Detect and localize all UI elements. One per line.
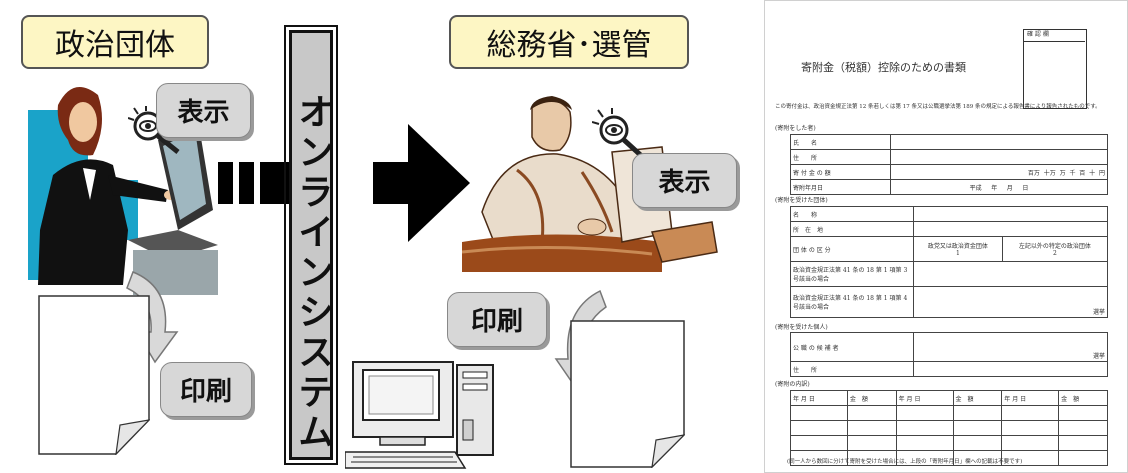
donor-table: 氏 名 住 所 寄 付 金 の 額 百万 十万 万 千 百 十 円 寄附年月日 … — [790, 134, 1108, 195]
form-title: 寄附金（税額）控除のための書類 — [801, 61, 966, 74]
detail-header: 金 額 — [952, 390, 1003, 406]
left-party-title: 政治団体 — [21, 15, 209, 69]
group-type-option: 左記以外の特定の政治団体 — [1018, 243, 1091, 250]
candidate-section-label: (寄附を受けた個人) — [775, 324, 828, 331]
donor-amount-label: 寄 付 金 の 額 — [790, 164, 891, 180]
magnifier-eye-icon — [128, 106, 180, 154]
candidate-label: 公 職 の 候 補 者 — [790, 332, 914, 362]
candidate-address-label: 住 所 — [790, 361, 914, 377]
law-row-label: 政治資金規正法第 41 条の 18 第 1 項第 3 号該当の場合 — [790, 261, 914, 287]
detail-header: 金 額 — [1058, 390, 1108, 406]
detail-header: 年 月 日 — [1001, 390, 1060, 406]
date-unit: 月 — [1006, 184, 1013, 192]
online-system-label: オンラインシステム — [292, 93, 333, 453]
desktop-computer-illustration — [345, 361, 494, 469]
election-label: 選挙 — [1092, 309, 1105, 316]
amount-unit: 百万 — [1027, 169, 1040, 177]
right-party-title: 総務省･選管 — [449, 15, 689, 69]
left-print-callout: 印刷 — [160, 362, 252, 417]
amount-unit: 千 — [1069, 169, 1076, 177]
donor-address-label: 住 所 — [790, 149, 891, 165]
form-footnote: (同一人から数回に分けて寄附を受けた場合には、上段の「寄附年月日」欄への記載は不… — [787, 459, 1023, 465]
detail-section-label: (寄附の内訳) — [775, 381, 810, 388]
recipient-location-label: 所 在 地 — [790, 221, 914, 237]
group-type-label: 団 体 の 区 分 — [790, 236, 914, 262]
donor-name-label: 氏 名 — [790, 134, 891, 150]
right-print-callout: 印刷 — [447, 292, 547, 347]
recipient-table: 名 称 所 在 地 団 体 の 区 分 政党又は政治資金団体 1 左記以外の特定… — [790, 206, 1109, 318]
transfer-arrow-icon — [218, 124, 470, 242]
candidate-election-label: 選挙 — [1092, 353, 1105, 360]
check-box-area — [1023, 29, 1087, 109]
form-intro: この寄付金は、政治資金規正法第 12 条若しくは第 17 条又は公職選挙法第 1… — [775, 104, 1101, 110]
group-type-number: 2 — [1052, 250, 1057, 257]
candidate-table: 公 職 の 候 補 者 選挙 住 所 — [790, 332, 1108, 377]
law-row-label: 政治資金規正法第 41 条の 18 第 1 項第 4 号該当の場合 — [790, 286, 914, 318]
user-at-computer-illustration — [28, 87, 218, 295]
check-box-divider — [1023, 41, 1085, 42]
date-unit: 日 — [1022, 184, 1029, 192]
official-at-desk-illustration — [462, 96, 718, 272]
group-type-number: 1 — [955, 250, 960, 257]
amount-unit: 円 — [1098, 169, 1105, 177]
recipient-name-label: 名 称 — [790, 206, 914, 222]
recipient-section-label: (寄附を受けた団体) — [775, 197, 828, 204]
amount-unit: 万 — [1059, 169, 1066, 177]
right-printed-paper — [570, 320, 685, 468]
detail-header: 年 月 日 — [790, 390, 848, 406]
date-unit: 平成 — [969, 184, 982, 192]
donor-section-label: (寄附をした者) — [775, 125, 816, 132]
right-display-callout: 表示 — [632, 153, 737, 208]
check-box-label: 確 認 欄 — [1027, 31, 1049, 38]
detail-header: 年 月 日 — [895, 390, 954, 406]
left-printed-paper — [38, 295, 150, 455]
amount-unit: 十万 — [1043, 169, 1056, 177]
left-display-callout: 表示 — [156, 83, 251, 138]
amount-unit: 百 — [1079, 169, 1086, 177]
online-system-pillar: オンラインシステム — [284, 25, 338, 465]
tax-deduction-form: 確 認 欄 寄附金（税額）控除のための書類 この寄付金は、政治資金規正法第 12… — [764, 0, 1128, 473]
date-unit: 年 — [991, 184, 998, 192]
donor-date-label: 寄附年月日 — [790, 179, 891, 195]
detail-header: 金 額 — [846, 390, 897, 406]
group-type-option: 政党又は政治資金団体 — [927, 243, 988, 250]
amount-unit: 十 — [1089, 169, 1096, 177]
detail-table: 年 月 日 金 額 年 月 日 金 額 年 月 日 金 額 — [790, 390, 1108, 466]
